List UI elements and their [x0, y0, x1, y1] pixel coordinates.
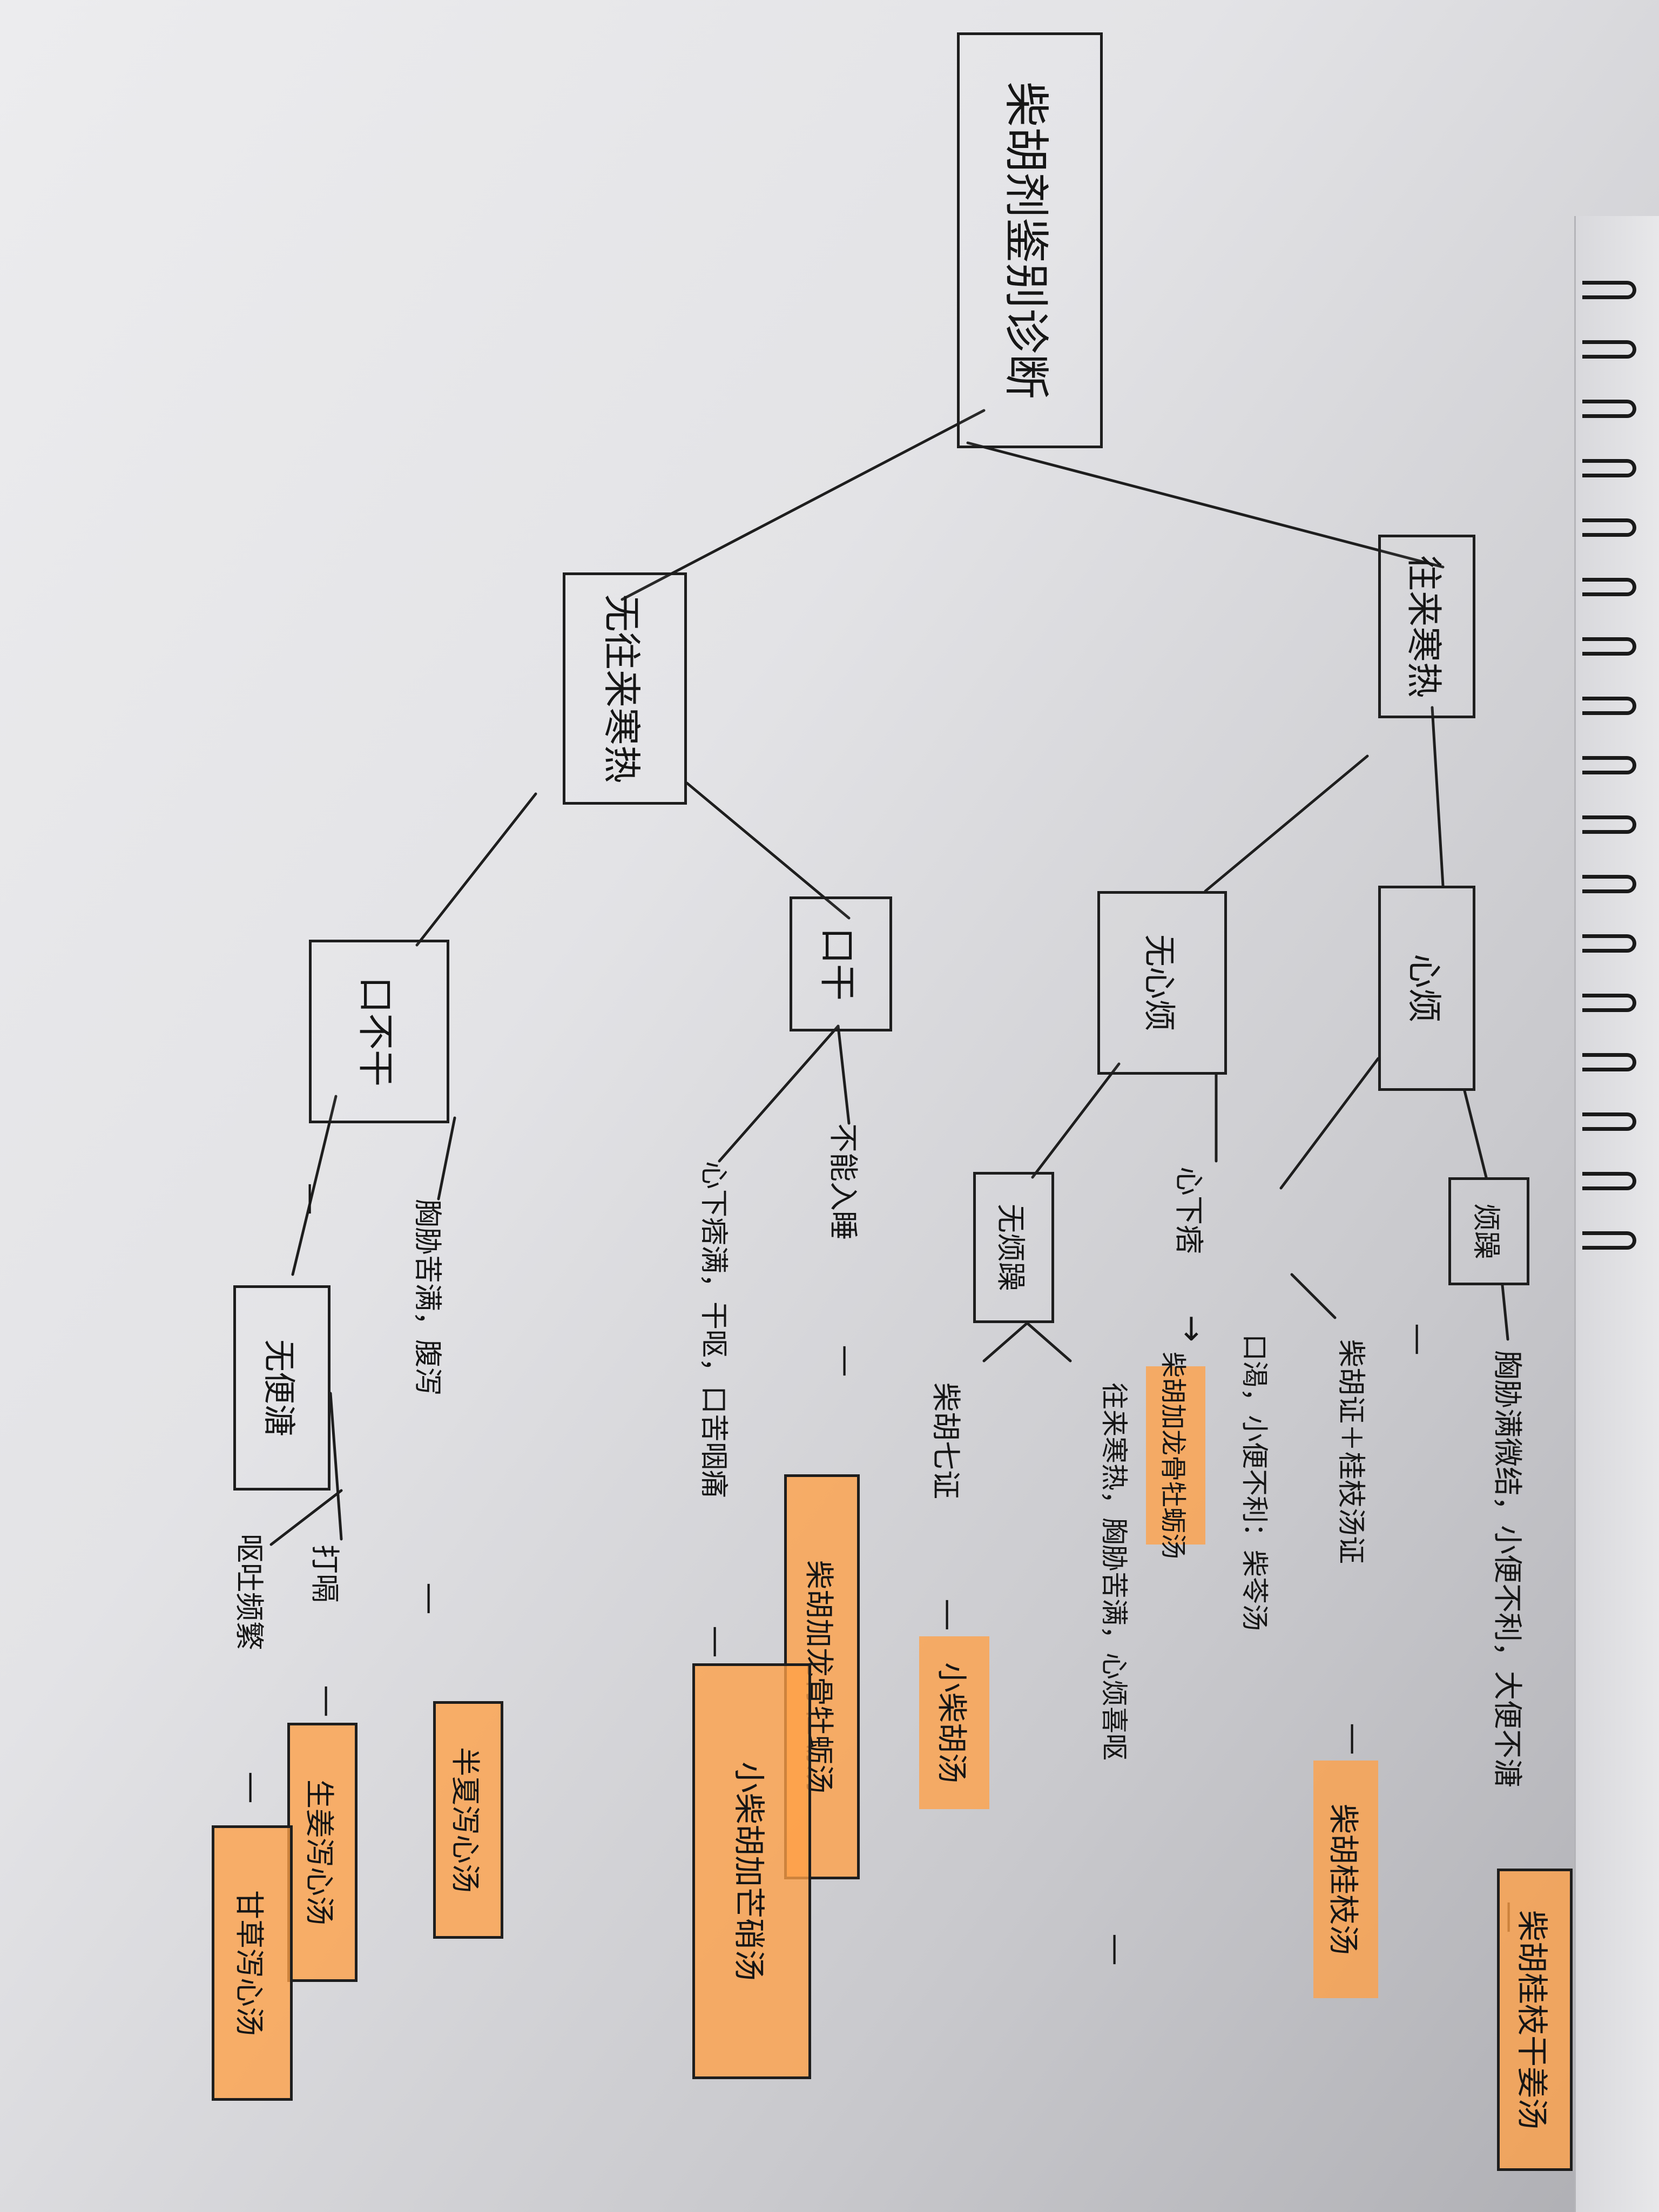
- edge-left-kougan: [685, 781, 851, 920]
- node-no-alternating-fever: 无往来寒热: [563, 572, 687, 805]
- binding-ring: [1582, 934, 1636, 953]
- result-shengjiang-xiexin: 生姜泻心汤: [287, 1723, 358, 1982]
- leaf-thirst-urine: 口渴，小便不利：柴苓汤: [1239, 1334, 1270, 1631]
- binding-ring: [1582, 1172, 1636, 1190]
- edge-fanzao-l1: [1501, 1284, 1509, 1341]
- result-gancao-xiexin: 甘草泻心汤: [212, 1825, 293, 2101]
- leaf-seven-signs: 柴胡七证: [929, 1382, 963, 1499]
- leaf-chest-diarrhea: 胸胁苦满，腹泻: [411, 1199, 444, 1396]
- node-irritability: 心烦: [1378, 886, 1475, 1091]
- connector-4: —: [930, 1599, 968, 1631]
- edge-xinfan-fanzao: [1463, 1089, 1488, 1179]
- binding-ring: [1582, 815, 1636, 834]
- leaf-frequent-vomiting: 呕吐频繁: [232, 1534, 267, 1650]
- binding-ring: [1582, 697, 1636, 715]
- binding-ring: [1582, 578, 1636, 596]
- binding-ring: [1582, 340, 1636, 359]
- result-chaihu-guizhi: 柴胡桂枝汤: [1313, 1761, 1378, 1998]
- edge-left-kou-bugan: [415, 792, 537, 947]
- result-chaihu-guizhi-ganjiang: 柴胡桂枝干姜汤: [1497, 1869, 1573, 2171]
- edge-kougan-l7: [837, 1024, 851, 1125]
- result-xiaochaihu: 小柴胡汤: [919, 1636, 989, 1809]
- binding-ring: [1582, 756, 1636, 774]
- result-banxia-xiexin: 半夏泻心汤: [433, 1701, 503, 1939]
- edge-kougan-l8: [718, 1024, 840, 1163]
- leaf-hiccup: 打嗝: [308, 1545, 342, 1603]
- connector-10: —: [1400, 1323, 1438, 1355]
- binding-ring: [1582, 400, 1636, 418]
- binding-ring: [1582, 281, 1636, 299]
- binding-ring: [1582, 875, 1636, 893]
- node-no-dry-mouth: 口不干: [309, 940, 449, 1123]
- binding-ring: [1582, 1053, 1636, 1071]
- node-epigastric-fullness: 心下痞: [1172, 1166, 1206, 1254]
- edge-koubugan-l9: [437, 1116, 456, 1201]
- connector-11-arrow: →: [1173, 1314, 1211, 1343]
- spiral-binding: [1582, 281, 1642, 1307]
- node-restlessness: 烦躁: [1448, 1177, 1529, 1285]
- notebook-edge: [1574, 216, 1659, 2212]
- leaf-chest-fullness: 胸胁满微结，小便不利，大便不溏: [1491, 1350, 1525, 1788]
- connector-8: —: [309, 1685, 347, 1717]
- edge-root-left: [621, 409, 986, 601]
- edge-xiaxia-l2: [1290, 1273, 1337, 1319]
- connector-5: —: [827, 1345, 865, 1377]
- binding-ring: [1582, 518, 1636, 537]
- root-node: 柴胡剂鉴别诊断: [957, 32, 1103, 448]
- edge-xinfan-xiaxia: [1279, 1057, 1380, 1190]
- leaf-epigastric-retching: 心下痞满，干呕，口苦咽痛: [697, 1161, 730, 1499]
- binding-ring: [1582, 459, 1636, 477]
- node-alternating-fever: 往来寒热: [1378, 535, 1475, 718]
- binding-ring: [1582, 1231, 1636, 1250]
- edge-wubian-split: [269, 1392, 343, 1546]
- edge-wujiyao-split: [982, 1321, 1072, 1363]
- connector-2: —: [1335, 1723, 1373, 1755]
- connector-12: —: [293, 1183, 331, 1215]
- binding-ring: [1582, 994, 1636, 1012]
- binding-ring: [1582, 1112, 1636, 1131]
- leaf-bupleurum-cinnamon: 柴胡证＋桂枝汤证: [1334, 1339, 1367, 1564]
- connector-6: —: [698, 1626, 736, 1658]
- connector-9: —: [233, 1771, 271, 1804]
- edge-right-wu-xinfan: [1204, 754, 1369, 893]
- edge-wu-xinfan-wujiyao: [1031, 1062, 1121, 1179]
- leaf-alternating-chills: 往来寒热，胸胁苦满，心烦喜呕: [1098, 1382, 1130, 1761]
- node-dry-mouth: 口干: [790, 896, 892, 1031]
- leaf-insomnia: 不能入睡: [826, 1123, 861, 1240]
- connector-7: —: [412, 1582, 449, 1615]
- result-xiaochaihu-mangxiao: 小柴胡加芒硝汤: [692, 1663, 811, 2079]
- connector-3: —: [1097, 1933, 1135, 1966]
- edge-koubugan-wubian: [291, 1095, 338, 1276]
- result-dachaihu: 柴胡加龙骨牡蛎汤: [1146, 1352, 1205, 1559]
- binding-ring: [1582, 637, 1636, 656]
- node-no-restlessness: 无烦躁: [973, 1172, 1054, 1323]
- edge-right-xinfan: [1431, 706, 1445, 887]
- node-no-loose-stool: 无便溏: [233, 1285, 331, 1491]
- node-no-irritability: 无心烦: [1097, 891, 1227, 1075]
- edge-root-right: [966, 441, 1445, 569]
